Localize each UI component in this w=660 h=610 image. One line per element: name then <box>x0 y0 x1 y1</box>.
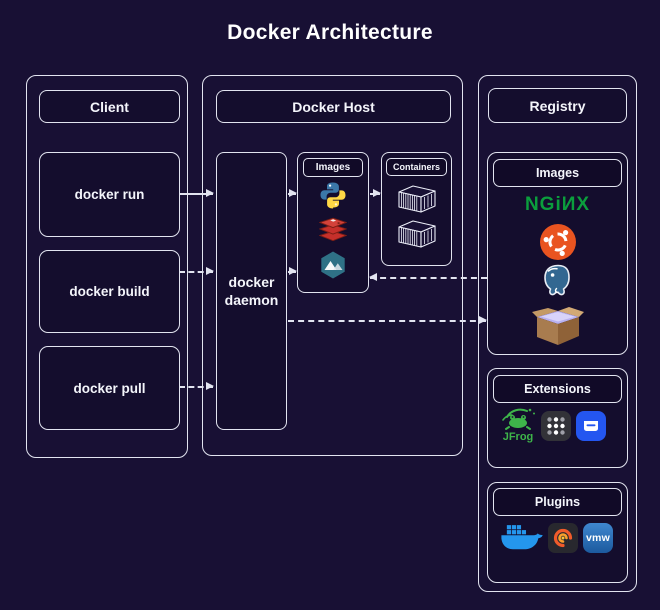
client-panel <box>26 75 188 458</box>
arrow-daemon-to-images-dashed <box>288 267 297 275</box>
docker-host-header: Docker Host <box>216 90 451 123</box>
container-icon <box>398 220 436 248</box>
docker-daemon-box: docker daemon <box>216 152 287 430</box>
docker-host-panel <box>202 75 463 456</box>
postgresql-icon <box>544 264 570 296</box>
container-icon <box>398 185 436 213</box>
registry-plugins-label: Plugins <box>493 488 622 516</box>
host-images-label: Images <box>303 158 363 177</box>
vmware-label: vmw <box>586 532 610 544</box>
grafana-icon <box>548 523 578 553</box>
nginx-logo-icon: NGiИX <box>524 194 591 215</box>
page-title: Docker Architecture <box>227 21 433 44</box>
apps-grid-icon <box>541 411 571 441</box>
arrow-run-to-daemon <box>180 189 214 197</box>
arrow-daemon-to-images <box>288 189 297 197</box>
registry-images-label: Images <box>493 159 622 187</box>
docker-pull-box: docker pull <box>39 346 180 430</box>
arrow-build-to-daemon <box>179 267 214 275</box>
docker-whale-icon <box>501 525 543 550</box>
docker-run-box: docker run <box>39 152 180 237</box>
registry-extensions-label: Extensions <box>493 375 622 403</box>
arrow-pull-to-daemon <box>179 382 214 390</box>
arrow-registry-to-host-images <box>369 273 487 281</box>
client-header: Client <box>39 90 180 123</box>
arrow-images-to-containers <box>370 189 381 197</box>
registry-panel <box>478 75 637 592</box>
jfrog-icon <box>502 408 535 430</box>
containers-label: Containers <box>386 158 447 176</box>
disk-drive-icon <box>576 411 606 441</box>
python-icon <box>320 182 346 209</box>
arrow-daemon-to-registry <box>288 316 487 324</box>
docker-build-box: docker build <box>39 250 180 333</box>
vmware-icon: vmw <box>583 523 613 553</box>
registry-header: Registry <box>488 88 627 123</box>
redis-icon <box>319 217 347 242</box>
jfrog-label: JFrog <box>502 431 534 443</box>
alpine-icon <box>321 251 345 279</box>
package-box-icon <box>532 307 584 345</box>
ubuntu-icon <box>540 224 576 260</box>
